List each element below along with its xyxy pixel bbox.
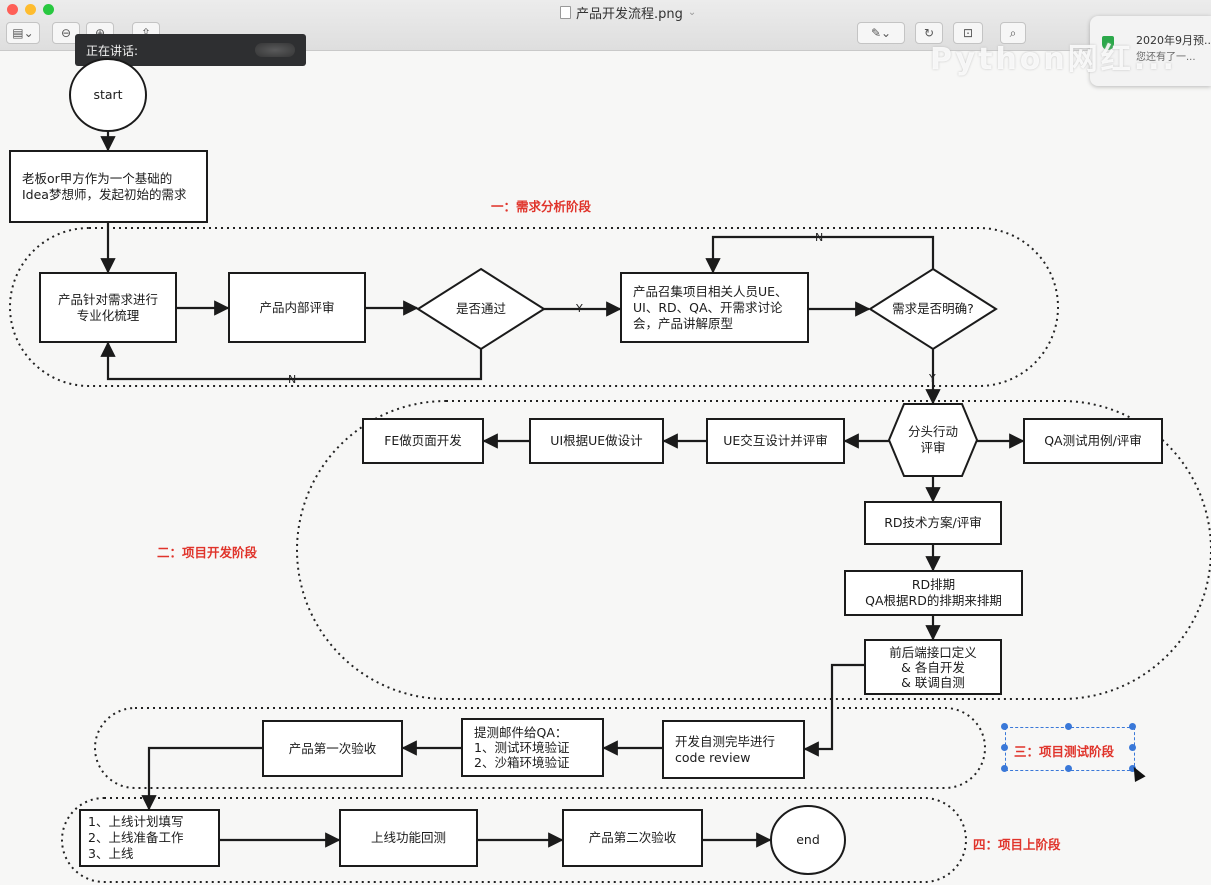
shield-icon (1102, 36, 1114, 50)
zoom-out-icon: ⊖ (60, 26, 72, 40)
zoom-window-button[interactable] (43, 4, 54, 15)
rd-schedule-node (844, 570, 1023, 616)
interface-node (864, 639, 1002, 695)
clear-decision (868, 267, 998, 351)
stage-1-container (9, 227, 1059, 387)
edge-accept1-launch (141, 746, 263, 811)
pen-icon: ✎⌄ (870, 26, 892, 40)
toolbox-icon: ⊡ (962, 26, 974, 40)
selftest-node (662, 720, 805, 779)
resize-handle[interactable] (1001, 744, 1008, 751)
toolbox-button[interactable]: ⊡ (953, 22, 983, 44)
chevron-down-icon: ⌄ (687, 7, 697, 18)
resize-handle[interactable] (1129, 723, 1136, 730)
mail-node (461, 718, 604, 777)
stage-2-label: 二：项目开发阶段 (157, 545, 258, 560)
zoom-in-icon: ⊕ (94, 26, 106, 40)
boss-node (9, 150, 208, 223)
edge-label-clear-yes: Y (929, 372, 936, 385)
edge-label-pass-yes: Y (576, 302, 583, 315)
resize-handle[interactable] (1065, 723, 1072, 730)
share-icon: ⇪ (140, 26, 152, 40)
notification-body: 您还有了一... (1136, 52, 1196, 63)
regress-node (339, 809, 478, 867)
document-title[interactable]: 产品开发流程.png ⌄ (560, 3, 696, 22)
minimize-window-button[interactable] (25, 4, 36, 15)
accept2-node (562, 809, 703, 867)
stage-1-label: 一：需求分析阶段 (491, 199, 592, 214)
close-window-button[interactable] (7, 4, 18, 15)
accept1-node (262, 720, 403, 777)
edge-interface-selftest (803, 663, 865, 757)
ui-node (529, 418, 664, 464)
resize-handle[interactable] (1001, 765, 1008, 772)
resize-handle[interactable] (1129, 765, 1136, 772)
sort-node (39, 272, 177, 343)
search-icon: ⌕ (1009, 25, 1017, 40)
speaking-label: 正在讲话: (86, 44, 139, 58)
rotate-button[interactable]: ↻ (915, 22, 943, 44)
launch-node (79, 809, 220, 867)
stage-4-label: 四：项目上阶段 (973, 837, 1061, 852)
zoom-out-button[interactable]: ⊖ (52, 22, 80, 44)
edge-label-clear-no: N (815, 231, 824, 244)
fe-node (362, 418, 484, 464)
end-node (770, 805, 846, 875)
rd-plan-node (864, 501, 1002, 545)
sidebar-toggle-button[interactable]: ▤⌄ (6, 22, 40, 44)
resize-handle[interactable] (1129, 744, 1136, 751)
sidebar-icon: ▤⌄ (12, 26, 34, 40)
speaker-avatar (255, 43, 295, 57)
markup-button[interactable]: ✎⌄ (857, 22, 905, 44)
edge-pass-no (100, 341, 483, 381)
resize-handle[interactable] (1001, 723, 1008, 730)
edge-clear-no (705, 235, 935, 274)
ue-node (706, 418, 845, 464)
notification-title: 2020年9月预... (1136, 34, 1211, 47)
pass-decision (416, 267, 546, 351)
review-node (228, 272, 366, 343)
qa-case-node (1023, 418, 1163, 464)
start-node (69, 58, 147, 132)
edge-label-pass-no: N (288, 373, 297, 386)
file-icon (560, 6, 571, 19)
resize-handle[interactable] (1065, 765, 1072, 772)
stage-3-label[interactable]: 三：项目测试阶段 (1014, 744, 1115, 759)
stage-4-container (61, 797, 967, 883)
search-button[interactable]: ⌕ (1000, 22, 1026, 44)
notification-banner[interactable]: 2020年9月预... 您还有了一... (1090, 16, 1211, 86)
watermark: Python网红... (930, 42, 1177, 77)
rotate-icon: ↻ (923, 26, 935, 40)
file-name: 产品开发流程.png (576, 7, 683, 22)
split-node-shape (887, 403, 979, 477)
stage-2-container (296, 400, 1211, 700)
gather-node (620, 272, 809, 343)
